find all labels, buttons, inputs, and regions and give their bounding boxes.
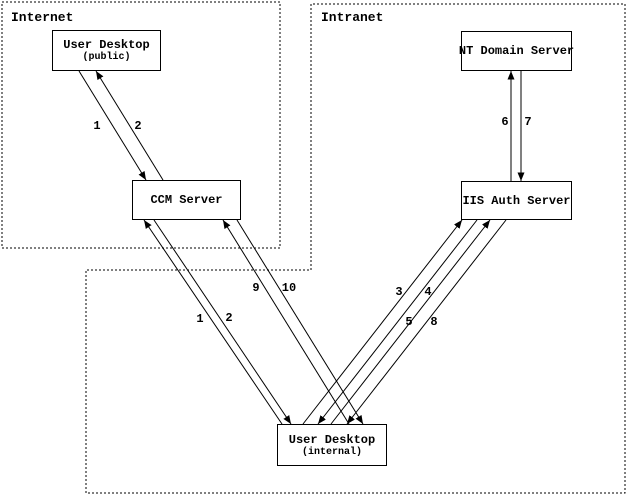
edge-label-1-public-ccm: 1 [93,119,101,133]
edge-label-1-internal-ccm: 1 [196,312,204,326]
node-user-desktop-internal: User Desktop (internal) [277,424,387,466]
arrow-5-internal-to-iis [330,219,491,425]
edge-label-9: 9 [252,281,260,295]
arrow-1-public-to-ccm [78,70,147,181]
edge-label-8: 8 [430,315,438,329]
zone-intranet-label: Intranet [321,10,384,25]
arrow-8-iis-to-internal [346,219,507,425]
node-subtitle: (internal) [301,446,362,458]
zone-intranet-outline [85,3,626,494]
node-title: NT Domain Server [458,44,575,58]
arrow-2-ccm-to-public [95,70,164,181]
node-iis-auth-server: IIS Auth Server [461,181,572,220]
node-ccm-server: CCM Server [132,180,241,220]
arrow-9-internal-to-ccm [222,219,350,425]
node-title: CCM Server [150,193,223,207]
edge-label-10: 10 [281,281,297,295]
arrow-1-internal-to-ccm [143,219,283,425]
arrow-10-ccm-to-internal [236,219,364,425]
edge-label-4: 4 [424,285,432,299]
node-subtitle: (public) [82,52,131,63]
edge-label-6: 6 [501,115,509,129]
edge-label-7: 7 [524,115,532,129]
arrow-4-iis-to-internal [317,219,478,425]
node-title: User Desktop [63,38,150,52]
arrow-2-ccm-to-internal [153,219,292,425]
edge-label-2-ccm-internal: 2 [225,311,233,325]
node-user-desktop-public: User Desktop (public) [52,30,161,71]
node-title: User Desktop [288,432,376,447]
node-nt-domain-server: NT Domain Server [458,31,575,71]
node-title: IIS Auth Server [462,193,571,208]
zone-internet-outline [1,1,281,249]
edge-label-2-ccm-public: 2 [134,119,142,133]
zone-internet-label: Internet [11,10,74,25]
edge-label-5: 5 [405,315,413,329]
arrow-3-internal-to-iis [302,219,463,425]
edge-label-3: 3 [395,285,403,299]
